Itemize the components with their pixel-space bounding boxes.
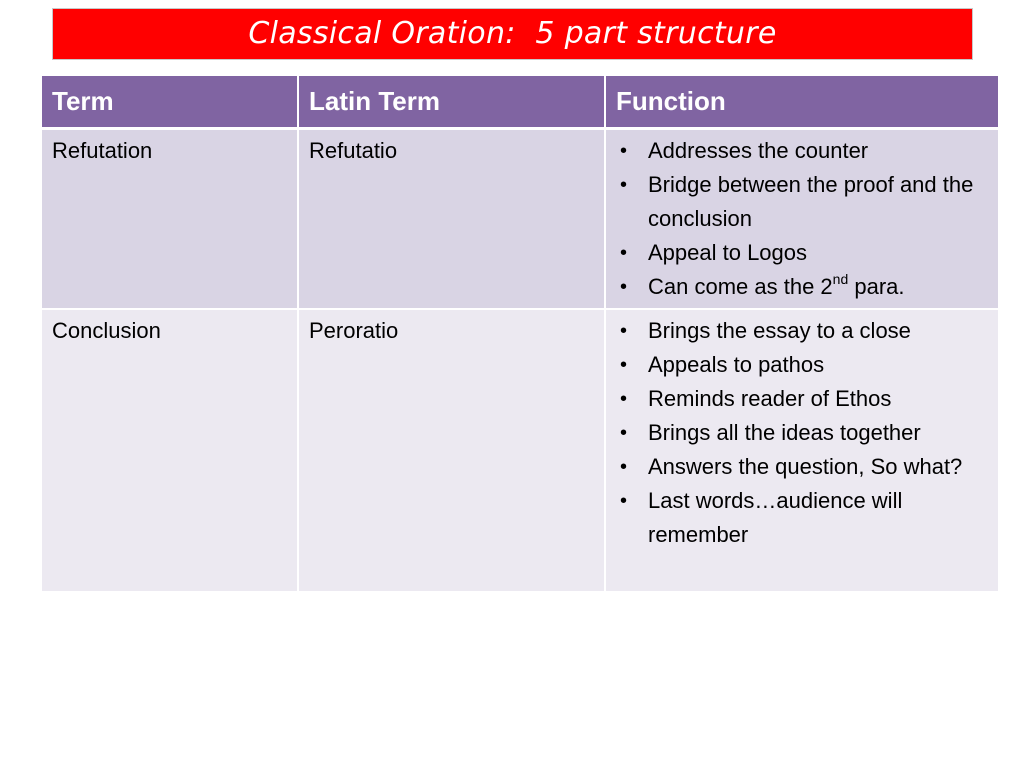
title-banner: Classical Oration: 5 part structure [52,8,973,60]
list-item: • Bridge between the proof and the conclu… [616,168,988,236]
table-row: Conclusion Peroratio • Brings the essay t… [42,309,998,593]
cell-term: Conclusion [42,309,299,593]
bullet-icon: • [620,241,628,264]
bullet-icon: • [620,490,628,512]
cell-latin-term: Refutatio [298,128,606,310]
function-text: Last words…audience will remember [648,488,903,547]
bullet-icon: • [620,320,628,342]
list-item: • Reminds reader of Ethos [616,382,988,416]
cell-function: • Brings the essay to a close • Appeals to… [605,309,998,593]
function-text: Reminds reader of Ethos [648,386,892,411]
table-header-row: Term Latin Term Function [42,76,998,130]
header-latin-term: Latin Term [298,76,606,130]
bullet-icon: • [620,354,628,376]
function-text: Appeals to pathos [648,352,825,377]
function-text: Brings the essay to a close [648,318,911,343]
function-list: • Addresses the counter • Bridge between t… [616,134,988,304]
cell-function: • Addresses the counter • Bridge between t… [605,128,998,310]
bullet-icon: • [620,173,628,196]
superscript-text: nd [832,271,849,288]
latin-term-text: Peroratio [309,318,399,343]
list-item: • Last words…audience will remember [616,484,988,552]
term-text: Refutation [52,137,153,163]
cell-term: Refutation [42,128,299,310]
latin-term-text: Refutatio [309,137,398,163]
list-item: • Addresses the counter [616,134,988,168]
function-text: Bridge between the proof and the conclus… [648,171,974,231]
list-item: • Brings the essay to a close [616,314,988,348]
list-item: • Answers the question, So what? [616,450,988,484]
bullet-icon: • [620,139,628,162]
term-text: Conclusion [52,318,161,343]
structure-table: Term Latin Term Function Refutation Refu… [42,76,998,593]
function-text: Answers the question, So what? [648,454,963,479]
table-row: Refutation Refutatio • Addresses the coun… [42,128,998,310]
list-item: • Appeals to pathos [616,348,988,382]
cell-latin-term: Peroratio [298,309,606,593]
header-function: Function [605,76,998,130]
list-item: • Appeal to Logos [616,236,988,270]
function-text-after: para. [848,273,905,299]
function-list: • Brings the essay to a close • Appeals to… [616,314,988,552]
bullet-icon: • [620,456,628,478]
bullet-icon: • [620,422,628,444]
bullet-icon: • [620,275,628,298]
header-term: Term [42,76,299,130]
list-item: • Brings all the ideas together [616,416,988,450]
function-text-before: Can come as the 2 [648,273,833,299]
bullet-icon: • [620,388,628,410]
list-item: • Can come as the 2nd para. [616,270,988,304]
function-text: Addresses the counter [648,137,869,163]
function-text: Brings all the ideas together [648,420,921,445]
function-text: Appeal to Logos [648,239,808,265]
slide-title: Classical Oration: 5 part structure [248,16,777,51]
